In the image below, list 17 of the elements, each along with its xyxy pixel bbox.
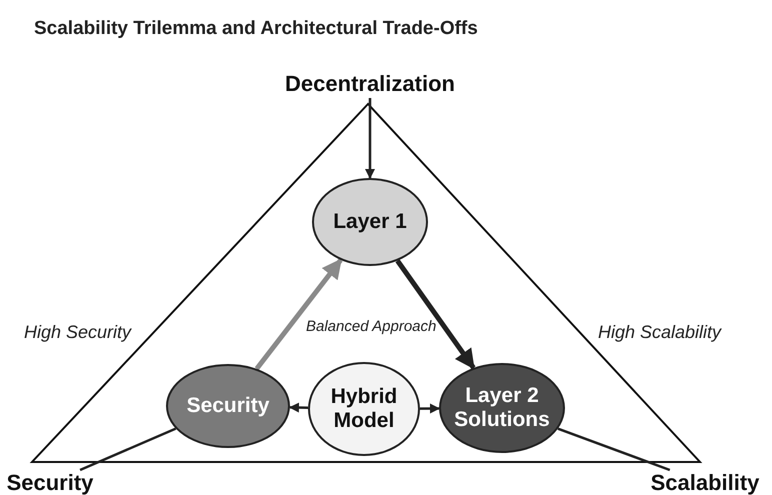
connector-line [558,428,670,472]
node-label: Decentralization [285,71,455,97]
node-label: Scalability [650,470,760,495]
node-label: Layer 2 Solutions [453,384,551,432]
arrow [254,258,343,370]
connector-line [80,427,176,472]
arrow [420,404,440,414]
node-label: Layer 1 [333,210,407,234]
node-label: Security [6,470,94,495]
arrow [288,402,308,413]
arrow [395,259,476,370]
annotation-text: High Security [24,322,132,343]
diagram-title: Scalability Trilemma and Architectural Trade-Offs [34,18,478,40]
node-label: Security [186,394,270,418]
annotation-text: High Scalability [598,322,722,343]
node-label: Hybrid Model [330,384,398,434]
annotation-text: Balanced Approach [306,318,436,335]
